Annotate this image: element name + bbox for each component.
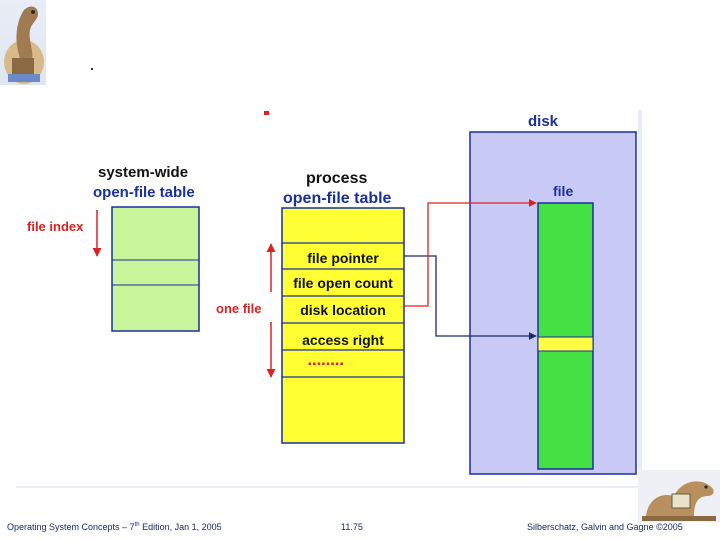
file-label: file [553, 183, 573, 199]
file-index-label: file index [27, 219, 84, 234]
footer-left-sup: th [134, 522, 140, 528]
footer-left-prefix: Operating System Concepts – 7 [7, 522, 135, 532]
stray-dot [91, 68, 93, 70]
system-wide-title: system-wide [98, 164, 188, 181]
file-pointer-arrow [404, 255, 537, 340]
process-subtitle: open-file table [283, 190, 392, 207]
disk-location-arrow [404, 199, 537, 307]
field-ellipsis: ▪▪▪▪▪▪▪▪ [308, 359, 344, 370]
system-wide-table [111, 206, 200, 332]
process-table [281, 207, 405, 444]
file-highlight-block [537, 336, 594, 352]
one-file-label: one file [216, 301, 262, 316]
red-dash-mark [264, 111, 269, 115]
field-file-pointer: file pointer [307, 250, 379, 266]
footer-page-number: 11.75 [341, 522, 363, 532]
dinosaur-mascot-icon [4, 6, 44, 84]
process-title: process [306, 170, 367, 187]
footer-book-title: Operating System Concepts – 7th Edition,… [7, 522, 222, 532]
footer-copyright: Silberschatz, Galvin and Gagne ©2005 [527, 522, 683, 532]
file-tables-diagram: disk file system-wide open-file table fi… [16, 110, 638, 486]
field-access-right: access right [302, 332, 384, 348]
dinosaur-mascot-icon [638, 470, 720, 522]
field-file-open-count: file open count [293, 275, 393, 291]
disk-label: disk [528, 113, 559, 130]
file-block [537, 202, 594, 470]
diagram-canvas: disk file system-wide open-file table fi… [27, 113, 637, 475]
field-disk-location: disk location [300, 302, 386, 318]
system-wide-subtitle: open-file table [93, 184, 195, 201]
footer-left-suffix: Edition, Jan 1, 2005 [139, 522, 222, 532]
